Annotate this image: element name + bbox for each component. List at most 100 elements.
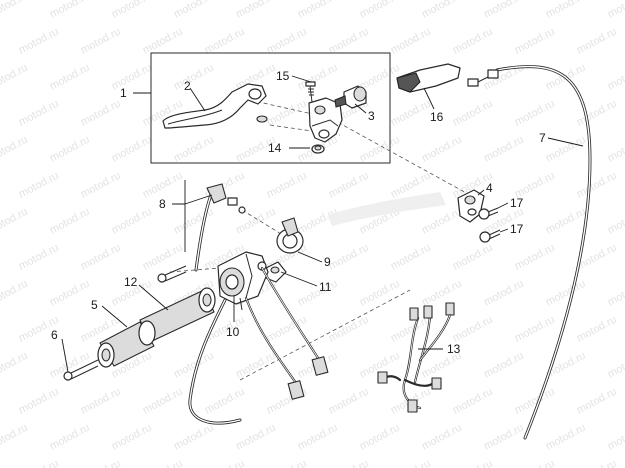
screw-upper-left [157, 265, 187, 283]
lever [162, 83, 268, 129]
watermark-text: motod.ru [389, 458, 433, 468]
watermark-text: motod.ru [110, 206, 154, 237]
watermark-text: motod.ru [606, 0, 625, 21]
watermark-text: motod.ru [0, 134, 30, 165]
watermark-text: motod.ru [17, 242, 61, 273]
watermark-text: motod.ru [544, 206, 588, 237]
throttle-tube-part-12 [139, 287, 216, 343]
nut-part-14 [311, 144, 325, 154]
watermark-text: motod.ru [420, 278, 464, 309]
watermark-text: motod.ru [358, 0, 402, 21]
alignment-line-screw [169, 267, 221, 273]
watermark-text: motod.ru [265, 314, 309, 345]
watermark-text: motod.ru [110, 422, 154, 453]
grip-part-5 [97, 320, 156, 368]
lever-clamp-body [308, 97, 343, 143]
watermark-text: motod.ru [234, 422, 278, 453]
watermark-text: motod.ru [513, 98, 557, 129]
watermark-text: motod.ru [141, 386, 185, 417]
watermark-text: motod.ru [327, 386, 371, 417]
watermark-text: motod.ru [17, 170, 61, 201]
watermark-text: motod.ru [327, 242, 371, 273]
callout-14: 14 [268, 141, 282, 155]
callout-16: 16 [430, 110, 444, 124]
bracket-part-11 [265, 261, 287, 283]
watermark-text: motod.ru [606, 62, 625, 93]
watermark-text: motod.ru [172, 422, 216, 453]
watermark-text: motod.ru [482, 422, 526, 453]
watermark-text: motod.ru [606, 422, 625, 453]
watermark-text: motod.ru [296, 422, 340, 453]
watermark-text: motod.ru [141, 26, 185, 57]
watermark-text: motod.ru [575, 386, 619, 417]
callout-11: 11 [319, 280, 332, 294]
watermark-text: motod.ru [544, 0, 588, 21]
watermark-text: motod.ru [296, 0, 340, 21]
watermark-text: motod.ru [389, 98, 433, 129]
watermark-text: motod.ru [451, 314, 495, 345]
callout-10: 10 [226, 325, 240, 339]
watermark-text: motod.ru [172, 62, 216, 93]
watermark-text: motod.ru [79, 242, 123, 273]
watermark-text: motod.ru [420, 206, 464, 237]
watermark-text: motod.ru [265, 170, 309, 201]
watermark-text: motod.ru [48, 134, 92, 165]
watermark-text: motod.ru [172, 134, 216, 165]
throttle-housing-part-10 [217, 251, 269, 311]
watermark-text: motod.ru [606, 278, 625, 309]
watermark-text: motod.ru [544, 422, 588, 453]
screw-part-17-lower [479, 229, 501, 243]
callout-8: 8 [159, 197, 166, 211]
watermark-text: motod.ru [79, 458, 123, 468]
watermark-text: motod.ru [110, 0, 154, 21]
callout-3: 3 [368, 109, 375, 123]
watermark-text: motod.ru [451, 242, 495, 273]
watermark-text: motod.ru [513, 314, 557, 345]
watermark-text: motod.ru [482, 350, 526, 381]
watermark-text: motod.ru [513, 242, 557, 273]
watermark-text: motod.ru [265, 458, 309, 468]
watermark-text: motod.ru [79, 98, 123, 129]
watermark-text: motod.ru [575, 458, 619, 468]
alignment-line-bar [241, 209, 301, 251]
watermark-text: motod.ru [358, 134, 402, 165]
watermark-text: motod.ru [420, 134, 464, 165]
watermark-text: motod.ru [48, 422, 92, 453]
callout-6: 6 [51, 328, 58, 342]
watermark-text: motod.ru [79, 386, 123, 417]
watermark-text: motod.ru [513, 26, 557, 57]
watermark-text: motod.ru [575, 26, 619, 57]
watermark-text: motod.ru [141, 458, 185, 468]
watermark-text: motod.ru [296, 62, 340, 93]
watermark-text: motod.ru [48, 278, 92, 309]
watermark-text: motod.ru [17, 386, 61, 417]
watermark-text: motod.ru [296, 278, 340, 309]
watermark-text: motod.ru [203, 386, 247, 417]
rubber-boot-part-16 [396, 63, 461, 93]
watermark-text: motod.ru [17, 458, 61, 468]
watermark-text: motod.ru [0, 422, 30, 453]
watermark-text: motod.ru [172, 0, 216, 21]
callout-2: 2 [184, 79, 191, 93]
watermark-text: motod.ru [327, 458, 371, 468]
watermark-text: motod.ru [0, 62, 30, 93]
callout-1: 1 [120, 86, 127, 100]
watermark-text: motod.ru [606, 134, 625, 165]
callout-17-lower: 17 [510, 222, 524, 236]
watermark-text: motod.ru [79, 26, 123, 57]
watermark-text: motod.ru [606, 350, 625, 381]
watermark-text: motod.ru [389, 26, 433, 57]
watermark-text: motod.ru [358, 422, 402, 453]
watermark-text: motod.ru [141, 242, 185, 273]
watermark-text: motod.ru [48, 206, 92, 237]
watermark-text: motod.ru [420, 422, 464, 453]
adjuster-part-3 [334, 85, 367, 109]
cable-part-7 [467, 65, 592, 440]
watermark-text: motod.ru [17, 98, 61, 129]
screw-part-15 [305, 81, 316, 103]
screw-part-17-upper [478, 207, 499, 220]
assembly-box [150, 52, 391, 164]
watermark-text: motod.ru [110, 62, 154, 93]
callout-5: 5 [91, 298, 98, 312]
watermark-text: motod.ru [451, 458, 495, 468]
